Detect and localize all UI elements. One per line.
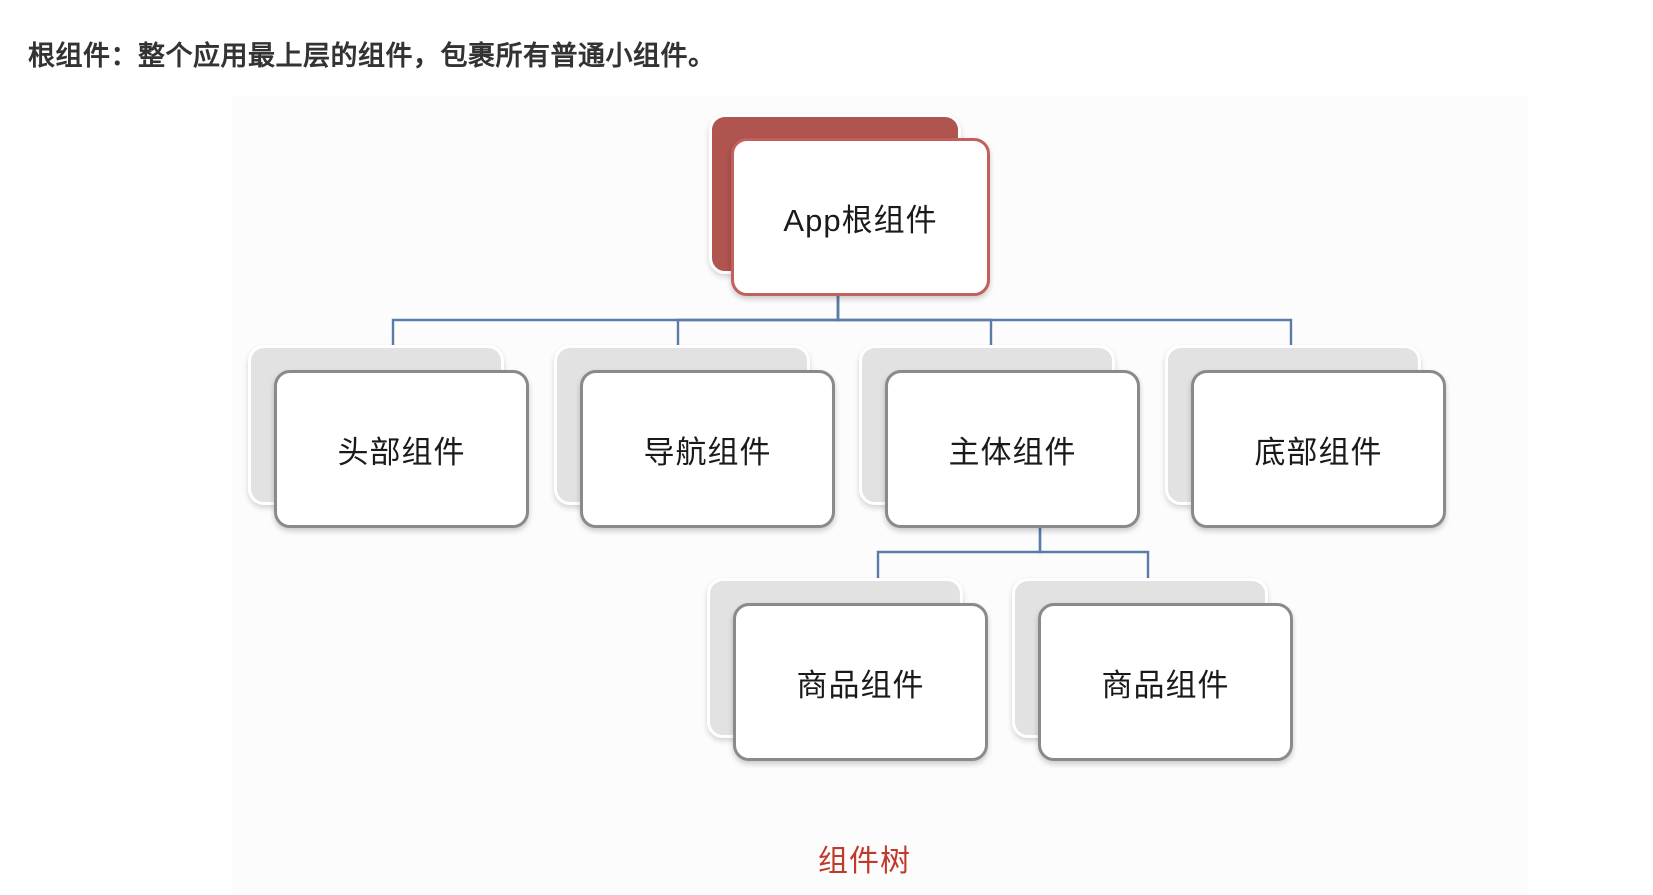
page-title: 根组件：整个应用最上层的组件，包裹所有普通小组件。 — [28, 41, 716, 71]
node-label: 商品组件 — [796, 667, 925, 703]
connector-main-to-product-1 — [876, 526, 1042, 585]
connector-app-root-to-nav — [676, 294, 840, 352]
node-label: 头部组件 — [337, 434, 466, 470]
node-label: 商品组件 — [1101, 667, 1230, 703]
node-front-card[interactable]: 商品组件 — [733, 603, 988, 761]
connector-app-root-to-footer — [836, 294, 1293, 352]
node-label: 底部组件 — [1254, 434, 1383, 470]
node-front-card[interactable]: 导航组件 — [580, 370, 835, 528]
node-front-card[interactable]: 底部组件 — [1191, 370, 1446, 528]
node-front-card[interactable]: App根组件 — [731, 138, 990, 296]
node-front-card[interactable]: 商品组件 — [1038, 603, 1293, 761]
connector-main-to-product-2 — [1038, 526, 1150, 585]
node-label: 主体组件 — [948, 434, 1077, 470]
connector-app-root-to-header — [391, 294, 840, 352]
connector-app-root-to-main — [836, 294, 993, 352]
node-label: 导航组件 — [643, 434, 772, 470]
node-front-card[interactable]: 主体组件 — [885, 370, 1140, 528]
diagram-caption: 组件树 — [818, 845, 911, 878]
node-front-card[interactable]: 头部组件 — [274, 370, 529, 528]
node-label: App根组件 — [783, 202, 938, 238]
